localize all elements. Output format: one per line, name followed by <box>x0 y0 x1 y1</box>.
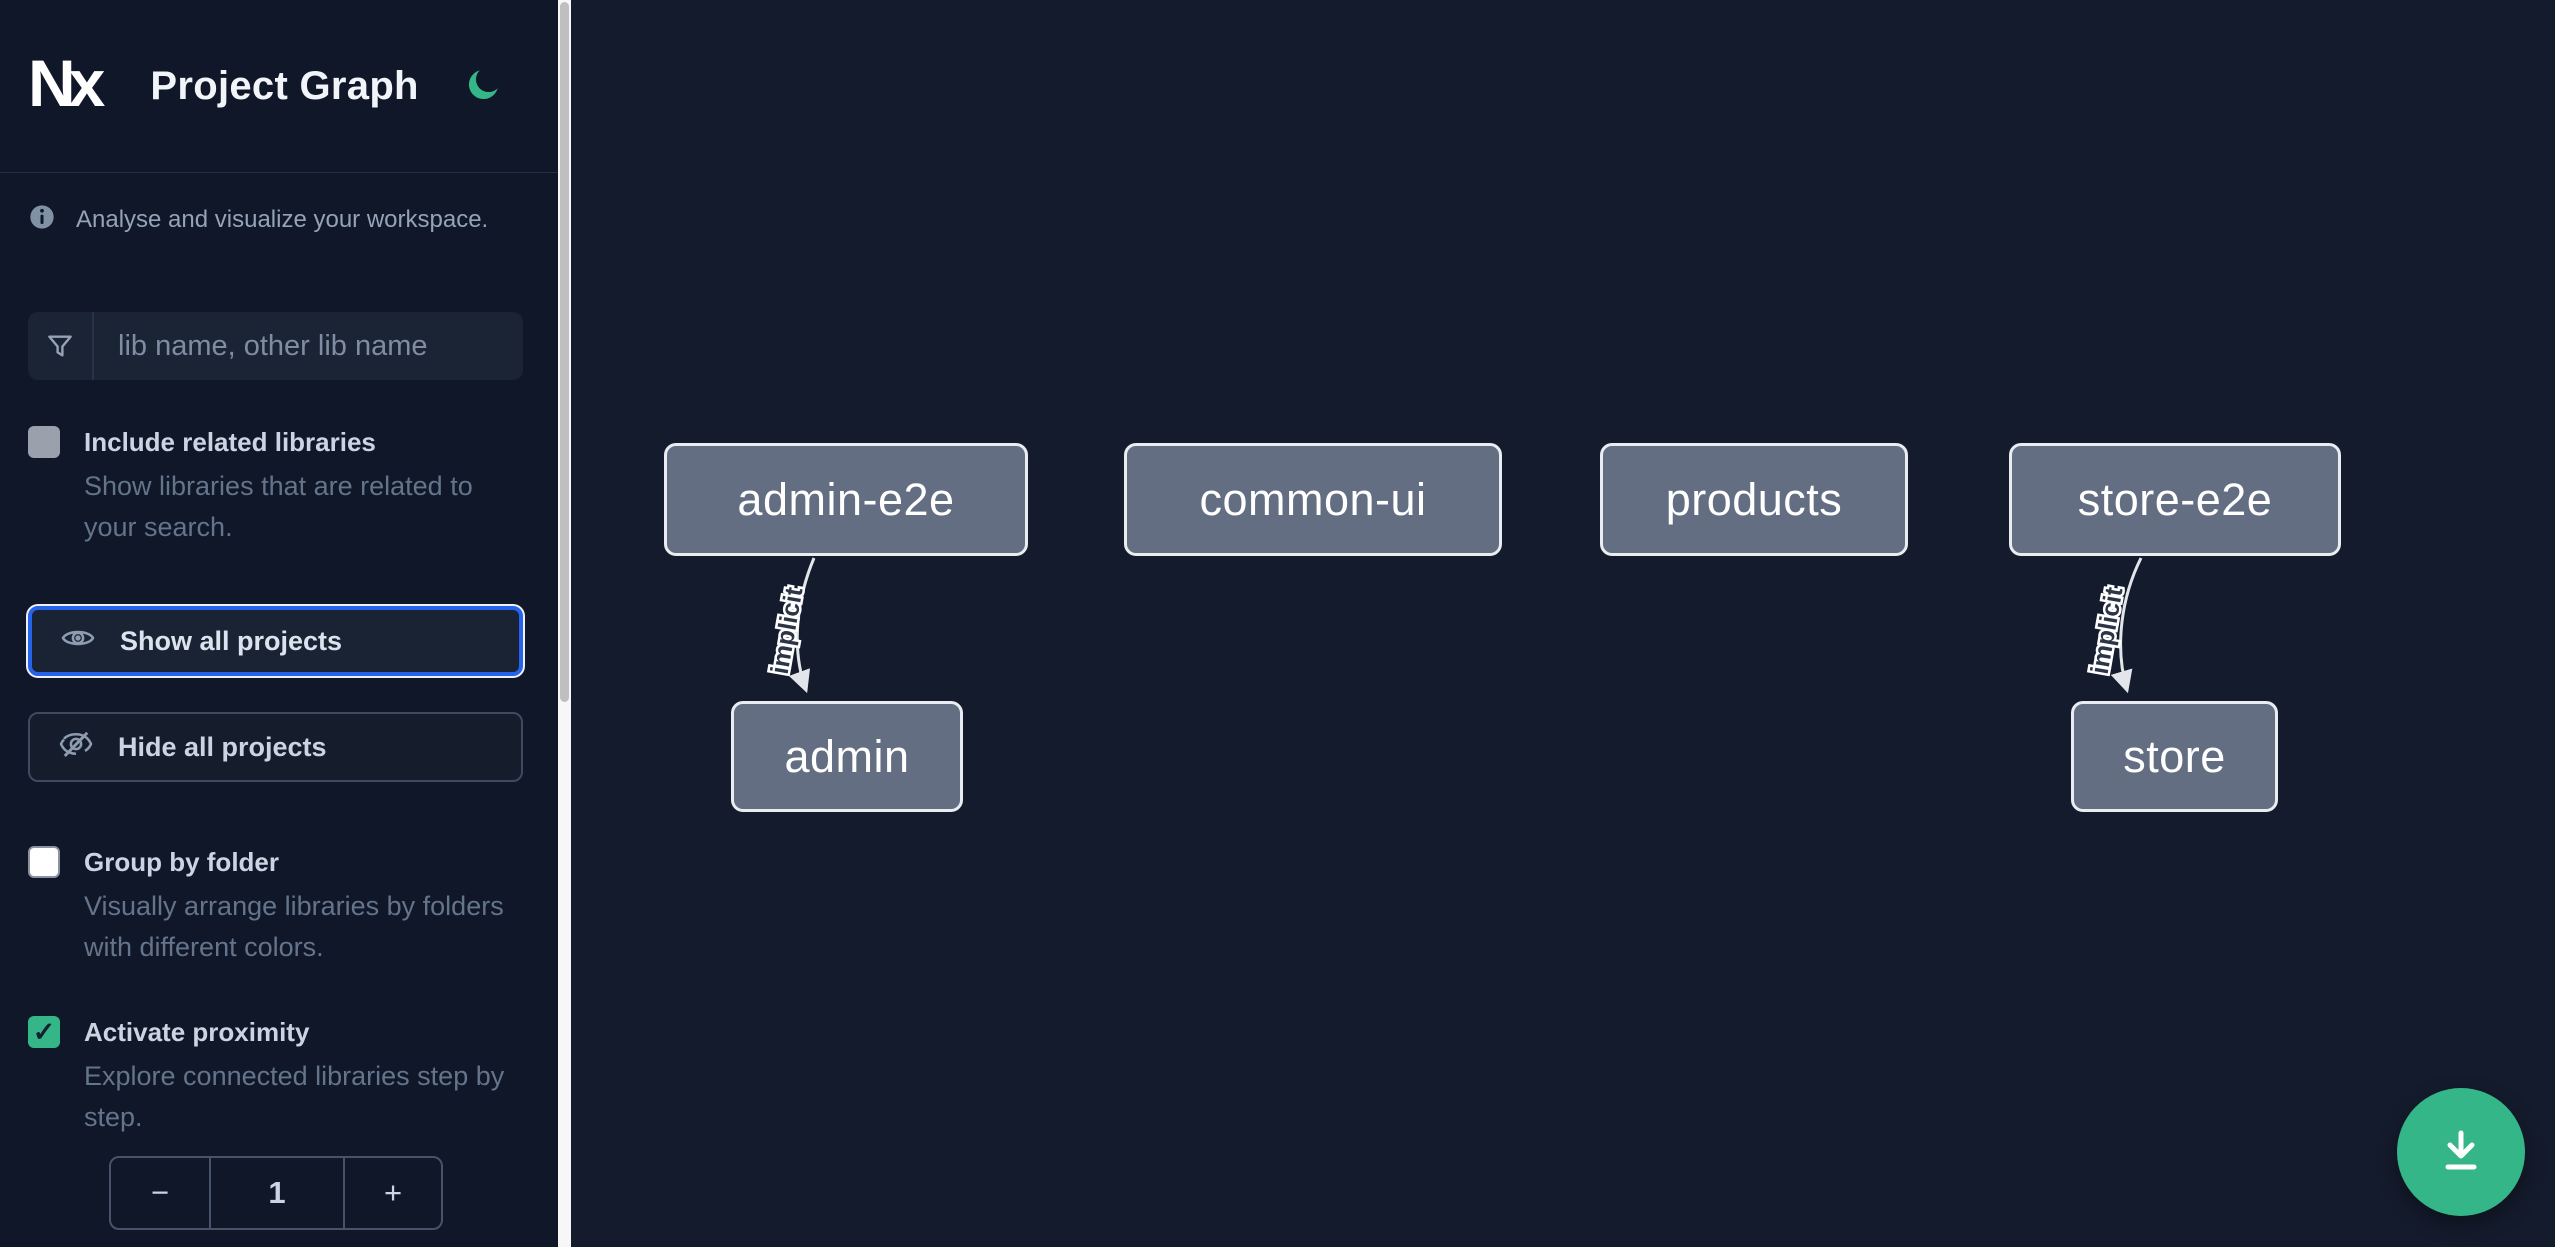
include-related-block: Include related libraries Show libraries… <box>28 426 523 548</box>
project-node-admin[interactable]: admin <box>731 701 963 812</box>
project-node-products[interactable]: products <box>1600 443 1908 556</box>
project-node-common-ui[interactable]: common-ui <box>1124 443 1502 556</box>
edge-admin-e2e-to-admin <box>788 557 816 694</box>
group-by-folder-description: Visually arrange libraries by folders wi… <box>84 891 504 963</box>
include-related-description: Show libraries that are related to your … <box>84 471 473 543</box>
edge-store-e2e-to-store <box>2110 557 2143 694</box>
show-all-projects-label: Show all projects <box>120 625 343 656</box>
tagline-text: Analyse and visualize your workspace. <box>76 205 489 233</box>
search-input[interactable] <box>94 312 523 380</box>
workspace-tagline: Analyse and visualize your workspace. <box>0 203 558 236</box>
sidebar-scrollbar-thumb[interactable] <box>560 2 569 702</box>
show-all-projects-button[interactable]: Show all projects <box>28 606 523 677</box>
project-node-admin-e2e[interactable]: admin-e2e <box>664 443 1028 556</box>
project-graph-canvas[interactable]: implicit implicit admin-e2e common-ui pr… <box>571 0 2555 1247</box>
sidebar-header: Nx Project Graph <box>0 0 558 173</box>
activate-proximity-block: Activate proximity Explore connected lib… <box>28 1016 523 1138</box>
nx-logo: Nx <box>28 46 105 120</box>
project-node-store-e2e[interactable]: store-e2e <box>2009 443 2341 556</box>
activate-proximity-description: Explore connected libraries step by step… <box>84 1061 505 1133</box>
group-by-folder-label: Group by folder <box>84 846 279 877</box>
eye-icon <box>60 620 96 663</box>
proximity-depth-value: 1 <box>209 1158 345 1229</box>
group-by-folder-block: Group by folder Visually arrange librari… <box>28 846 523 968</box>
decrement-button[interactable]: − <box>111 1158 209 1228</box>
include-related-label: Include related libraries <box>84 426 376 457</box>
group-by-folder-checkbox[interactable] <box>28 846 60 879</box>
info-icon <box>28 203 56 236</box>
activate-proximity-checkbox[interactable] <box>28 1016 60 1049</box>
filter-funnel-icon <box>28 312 94 380</box>
download-graph-button[interactable] <box>2397 1088 2525 1216</box>
page-title: Project Graph <box>150 63 419 108</box>
hide-all-projects-label: Hide all projects <box>118 731 327 762</box>
project-node-store[interactable]: store <box>2071 701 2278 812</box>
proximity-depth-stepper: − 1 + <box>109 1156 443 1231</box>
moon-icon <box>464 66 502 107</box>
eye-off-icon <box>58 726 94 769</box>
include-related-checkbox[interactable] <box>28 426 60 458</box>
edge-label-implicit: implicit <box>766 584 809 676</box>
activate-proximity-label: Activate proximity <box>84 1016 310 1047</box>
theme-toggle-button[interactable] <box>461 64 505 108</box>
graph-edges-layer: implicit implicit <box>763 557 2143 694</box>
download-icon <box>2435 1125 2487 1180</box>
search-bar <box>28 312 523 380</box>
hide-all-projects-button[interactable]: Hide all projects <box>28 712 523 783</box>
edge-label-implicit: implicit <box>2086 584 2129 676</box>
sidebar: Nx Project Graph Analyse and visualize y… <box>0 0 558 1247</box>
increment-button[interactable]: + <box>345 1158 441 1228</box>
sidebar-scrollbar-track[interactable] <box>558 0 571 1247</box>
